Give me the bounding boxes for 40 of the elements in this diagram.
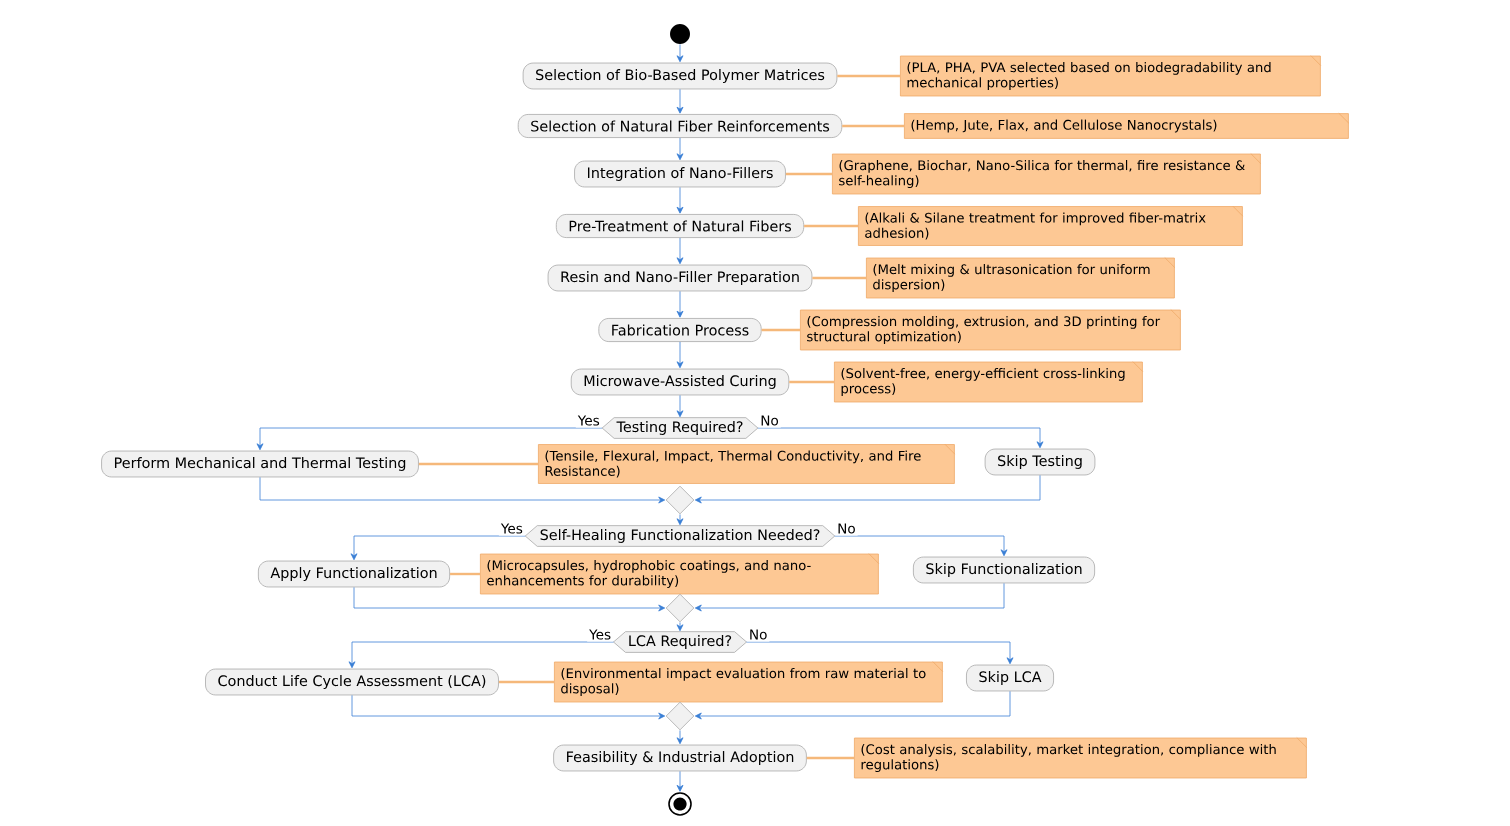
arrow xyxy=(350,535,526,561)
arrow xyxy=(676,88,684,114)
arrow xyxy=(676,237,684,265)
arrow xyxy=(694,690,1011,720)
merge-diamond xyxy=(665,485,695,515)
arrow xyxy=(676,291,684,318)
arrow xyxy=(353,587,666,612)
end-dot xyxy=(668,792,692,816)
note-connector xyxy=(804,224,858,228)
arrow xyxy=(259,476,666,504)
arrow xyxy=(676,622,684,632)
note-connector xyxy=(450,572,480,576)
arrow xyxy=(757,427,1044,449)
arrow xyxy=(676,514,684,526)
note-connector xyxy=(761,328,800,332)
arrow xyxy=(676,137,684,161)
note-connector xyxy=(785,172,832,176)
arrow xyxy=(676,187,684,214)
note-connector xyxy=(812,276,866,280)
merge-diamond xyxy=(665,701,695,731)
note-connector xyxy=(842,124,904,128)
note-connector xyxy=(837,74,900,78)
arrow xyxy=(256,427,603,451)
merge-diamond xyxy=(665,593,695,623)
arrow xyxy=(676,394,684,418)
start-dot xyxy=(670,24,690,44)
arrow xyxy=(746,641,1014,665)
arrow xyxy=(348,641,614,669)
arrow xyxy=(351,694,666,720)
arrow xyxy=(834,535,1008,557)
note-connector xyxy=(418,462,538,466)
arrow xyxy=(676,44,684,63)
note-connector xyxy=(498,680,554,684)
arrow xyxy=(676,730,684,745)
note-connector xyxy=(806,756,854,760)
arrow xyxy=(676,341,684,369)
arrow xyxy=(676,771,684,792)
note-connector xyxy=(789,380,834,384)
arrow xyxy=(694,583,1005,612)
arrow xyxy=(694,474,1041,504)
